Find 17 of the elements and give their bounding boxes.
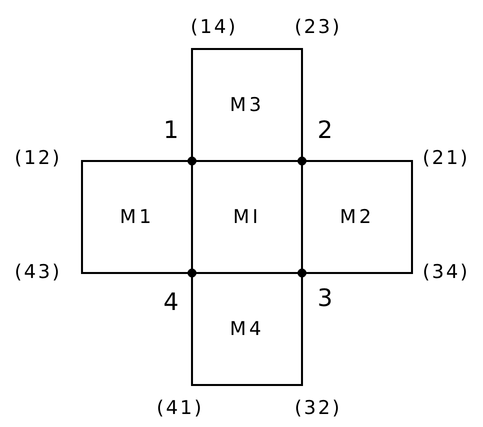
corner-label: 1 xyxy=(163,116,181,144)
module-label: MI xyxy=(233,206,261,228)
corner-label: (34) xyxy=(422,261,470,283)
corner-label: (12) xyxy=(14,147,62,169)
corner-label: 3 xyxy=(317,284,335,312)
corner-label: (23) xyxy=(294,16,342,38)
module-label: M3 xyxy=(230,94,264,116)
corner-label: (21) xyxy=(422,147,470,169)
corner-label: (32) xyxy=(294,397,342,419)
corner-label: 4 xyxy=(163,288,181,316)
corner-label: (43) xyxy=(14,261,62,283)
corner-label: (14) xyxy=(190,16,238,38)
corner-label: 2 xyxy=(317,116,335,144)
module-label: M2 xyxy=(340,206,374,228)
module-label: M4 xyxy=(230,318,264,340)
corner-label: (41) xyxy=(156,397,204,419)
module-label: M1 xyxy=(120,206,154,228)
